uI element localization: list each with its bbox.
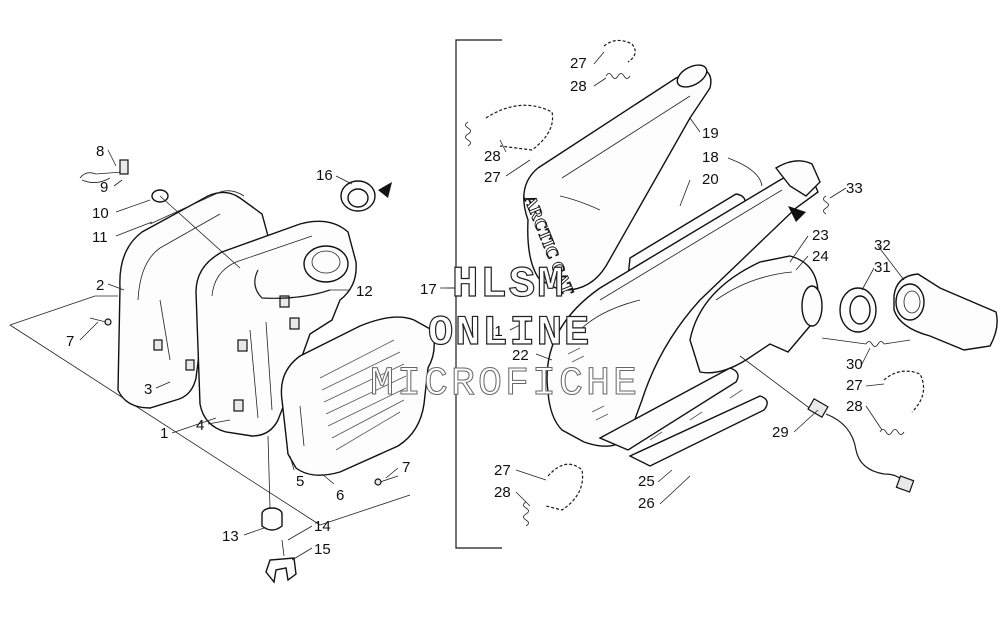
callout-28-mid: 28 <box>484 148 501 165</box>
callout-5: 5 <box>296 473 304 490</box>
callout-33: 33 <box>846 180 863 197</box>
callout-31: 31 <box>874 259 891 276</box>
part-29-sensor <box>739 355 915 493</box>
part-28-spring-mid <box>465 121 471 147</box>
part-30-spring <box>821 337 911 347</box>
part-31-seal-ring <box>839 287 877 333</box>
callout-17: 17 <box>420 281 437 298</box>
watermark-line-2: ONLINE <box>428 309 591 357</box>
callout-32: 32 <box>874 237 891 254</box>
part-12-hose <box>254 269 331 299</box>
part-7-rivet-right <box>374 475 399 486</box>
part-3-housing <box>195 220 357 437</box>
callout-8: 8 <box>96 143 104 160</box>
callout-7-left: 7 <box>66 333 74 350</box>
part-27-retainer-top <box>603 39 636 63</box>
callout-26: 26 <box>638 495 655 512</box>
part-27-retainer-right <box>883 370 925 413</box>
callout-27-bottom: 27 <box>494 462 511 479</box>
part-28-spring-top <box>605 73 631 79</box>
part-11-top-plate <box>149 190 245 225</box>
callout-20: 20 <box>702 171 719 188</box>
part-16-grommet <box>340 180 392 212</box>
callout-27-top: 27 <box>570 55 587 72</box>
callout-6: 6 <box>336 487 344 504</box>
callout-18: 18 <box>702 149 719 166</box>
assembly-outline-left <box>9 295 411 526</box>
watermark-line-1: HLSM <box>452 260 566 310</box>
callout-23: 23 <box>812 227 829 244</box>
part-6-front-cover <box>280 316 435 476</box>
callout-28-top: 28 <box>570 78 587 95</box>
part-27-retainer-bottom <box>545 463 584 511</box>
part-10-washer <box>151 189 241 269</box>
callout-labels: 1 2 3 4 5 6 7 7 8 9 10 11 12 13 14 15 16… <box>66 55 891 558</box>
callout-22: 22 <box>512 347 529 364</box>
part-25-lower-shield <box>598 367 768 467</box>
callout-2: 2 <box>96 277 104 294</box>
callout-1: 1 <box>160 425 168 442</box>
callout-29: 29 <box>772 424 789 441</box>
callout-13: 13 <box>222 528 239 545</box>
callout-30: 30 <box>846 356 863 373</box>
callout-7-right: 7 <box>402 459 410 476</box>
part-28-spring-bottom <box>523 501 529 527</box>
part-2-rear-panel <box>117 191 269 409</box>
callout-4: 4 <box>196 417 204 434</box>
callout-3: 3 <box>144 381 152 398</box>
callout-28-right: 28 <box>846 398 863 415</box>
callout-21: 21 <box>486 323 503 340</box>
callout-27-right: 27 <box>846 377 863 394</box>
part-23-header-pipe <box>689 255 823 374</box>
callout-28-bottom: 28 <box>494 484 511 501</box>
callout-15: 15 <box>314 541 331 558</box>
part-8-pin-clip <box>79 159 129 183</box>
part-33-spring <box>823 195 829 215</box>
callout-9: 9 <box>100 179 108 196</box>
callout-12: 12 <box>356 283 373 300</box>
part-15-bracket <box>265 539 297 584</box>
callout-11: 11 <box>92 229 108 246</box>
watermark-line-3: MICROFICHE <box>370 362 640 407</box>
callout-16: 16 <box>316 167 333 184</box>
callout-27-mid: 27 <box>484 169 501 186</box>
part-13-drain-grommet <box>261 435 283 531</box>
leader-lines <box>79 51 905 561</box>
callout-19: 19 <box>702 125 719 142</box>
part-7-rivet-left <box>89 317 112 326</box>
callout-25: 25 <box>638 473 655 490</box>
part-32-manifold <box>893 273 998 351</box>
part-27-retainer-mid <box>485 104 554 151</box>
watermark: HLSM ONLINE MICROFICHE <box>370 259 640 407</box>
part-28-spring-right <box>879 429 905 435</box>
callout-14: 14 <box>314 518 331 535</box>
callout-24: 24 <box>812 248 829 265</box>
callout-10: 10 <box>92 205 109 222</box>
